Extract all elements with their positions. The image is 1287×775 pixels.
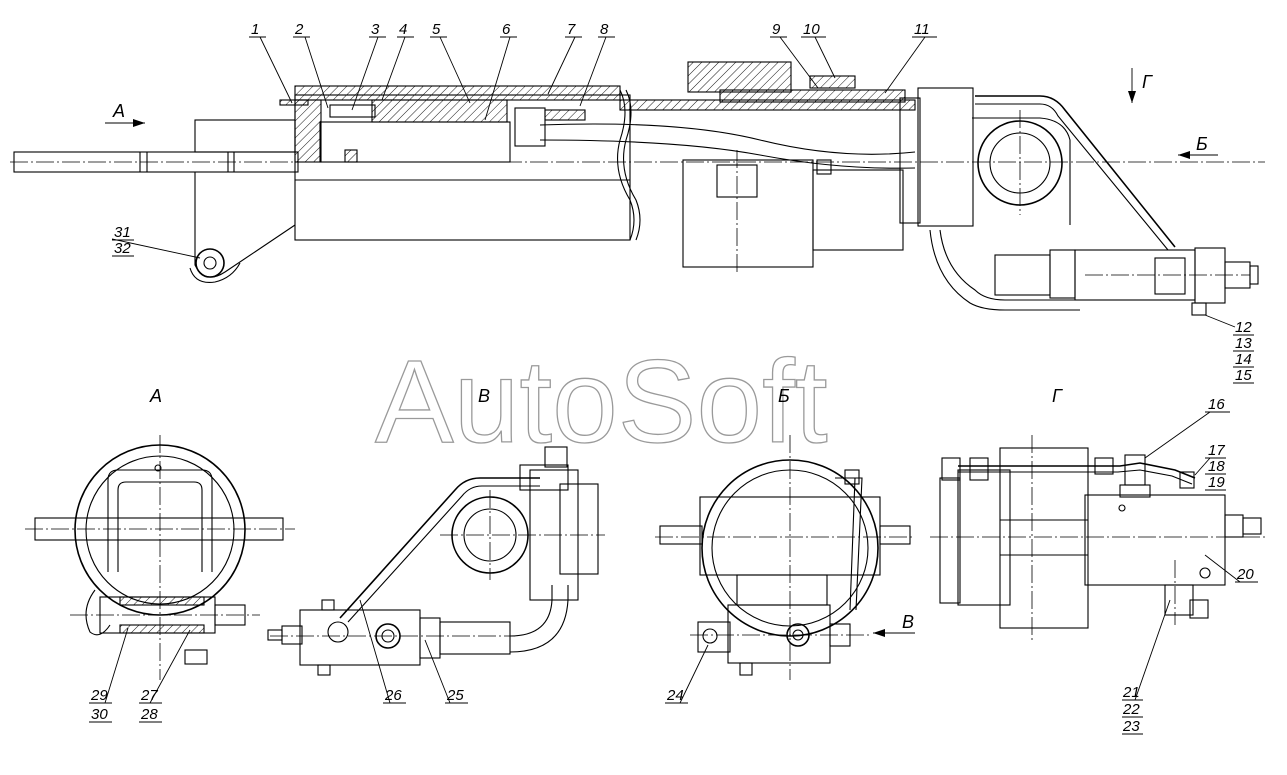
callout-13: 13 [1235,335,1252,352]
callout-14: 14 [1235,351,1252,368]
view-g [930,435,1265,640]
callout-28: 28 [140,706,158,723]
callout-12: 12 [1235,319,1252,336]
view-a [25,435,295,680]
view-arrow-b-label: Б [1196,134,1208,154]
callout-6: 6 [502,21,511,38]
view-arrow-a-label: А [112,101,125,121]
callout-9: 9 [772,21,781,38]
callout-7: 7 [567,21,576,38]
callout-21: 21 [1122,684,1140,701]
view-arrow-v-label: В [902,612,914,632]
main-section-view [10,61,1265,316]
callout-18: 18 [1208,458,1225,475]
callout-10: 10 [803,21,820,38]
view-v-title: В [478,386,490,406]
watermark: AutoSoft [375,336,828,468]
callout-5: 5 [432,21,441,38]
callout-24: 24 [666,687,684,704]
view-b [655,435,915,680]
callout-19: 19 [1208,474,1225,491]
callout-11: 11 [914,21,930,38]
view-v [267,446,605,676]
callout-3: 3 [371,21,380,38]
callout-2: 2 [294,21,304,38]
callout-26: 26 [384,687,402,704]
view-titles: А В Б Г [149,386,1063,406]
view-a-title: А [149,386,162,406]
callout-20: 20 [1236,566,1254,583]
callout-30: 30 [91,706,108,723]
callout-16: 16 [1208,396,1225,413]
callout-31: 31 [114,224,131,241]
callout-15: 15 [1235,367,1252,384]
view-b-title: Б [778,386,790,406]
callout-25: 25 [446,687,464,704]
callout-23: 23 [1122,718,1140,735]
callout-1: 1 [251,21,259,38]
view-arrow-g-label: Г [1142,72,1153,92]
view-g-title: Г [1052,386,1063,406]
callout-32: 32 [114,240,131,257]
callout-27: 27 [140,687,158,704]
callout-22: 22 [1122,701,1140,718]
callout-4: 4 [399,21,407,38]
view-arrows: А Б Г В [105,68,1218,637]
callout-17: 17 [1208,442,1225,459]
callout-8: 8 [600,21,609,38]
callouts: 1 2 3 4 5 6 7 8 9 10 11 12 13 14 15 31 [89,21,1258,735]
callout-29: 29 [90,687,108,704]
